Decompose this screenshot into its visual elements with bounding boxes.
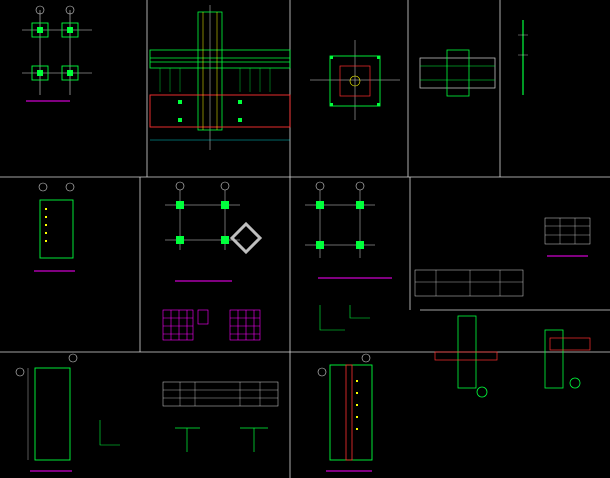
panel-4-connection-detail — [419, 49, 496, 97]
beam-sections — [175, 427, 268, 452]
axis-bubble — [35, 5, 45, 15]
panel-9-hatched-sections — [162, 309, 261, 341]
panel-12-column-elevation — [15, 353, 120, 472]
panel-13-wall-elevation — [317, 353, 373, 472]
small-table — [544, 217, 591, 257]
panel-6-column-elevation — [34, 182, 75, 272]
detail-marker-1 — [476, 386, 488, 398]
schedule-table-bottom — [162, 381, 279, 407]
watermark-logo-icon — [229, 221, 263, 255]
watermark — [229, 221, 263, 255]
panel-1-column-plan — [22, 5, 92, 102]
panel-8-plan — [165, 181, 240, 282]
detail-marker-2 — [569, 377, 581, 389]
axis-bubble — [65, 5, 75, 15]
beam-section — [149, 94, 291, 128]
panel-5-column-detail — [518, 20, 528, 95]
panel-2-joint-elevation — [149, 5, 291, 150]
panel-14-joint-details — [434, 315, 591, 398]
schedule-table-right — [414, 269, 524, 297]
panel-3-column-section — [310, 40, 400, 120]
panel-10-plan — [305, 181, 392, 331]
